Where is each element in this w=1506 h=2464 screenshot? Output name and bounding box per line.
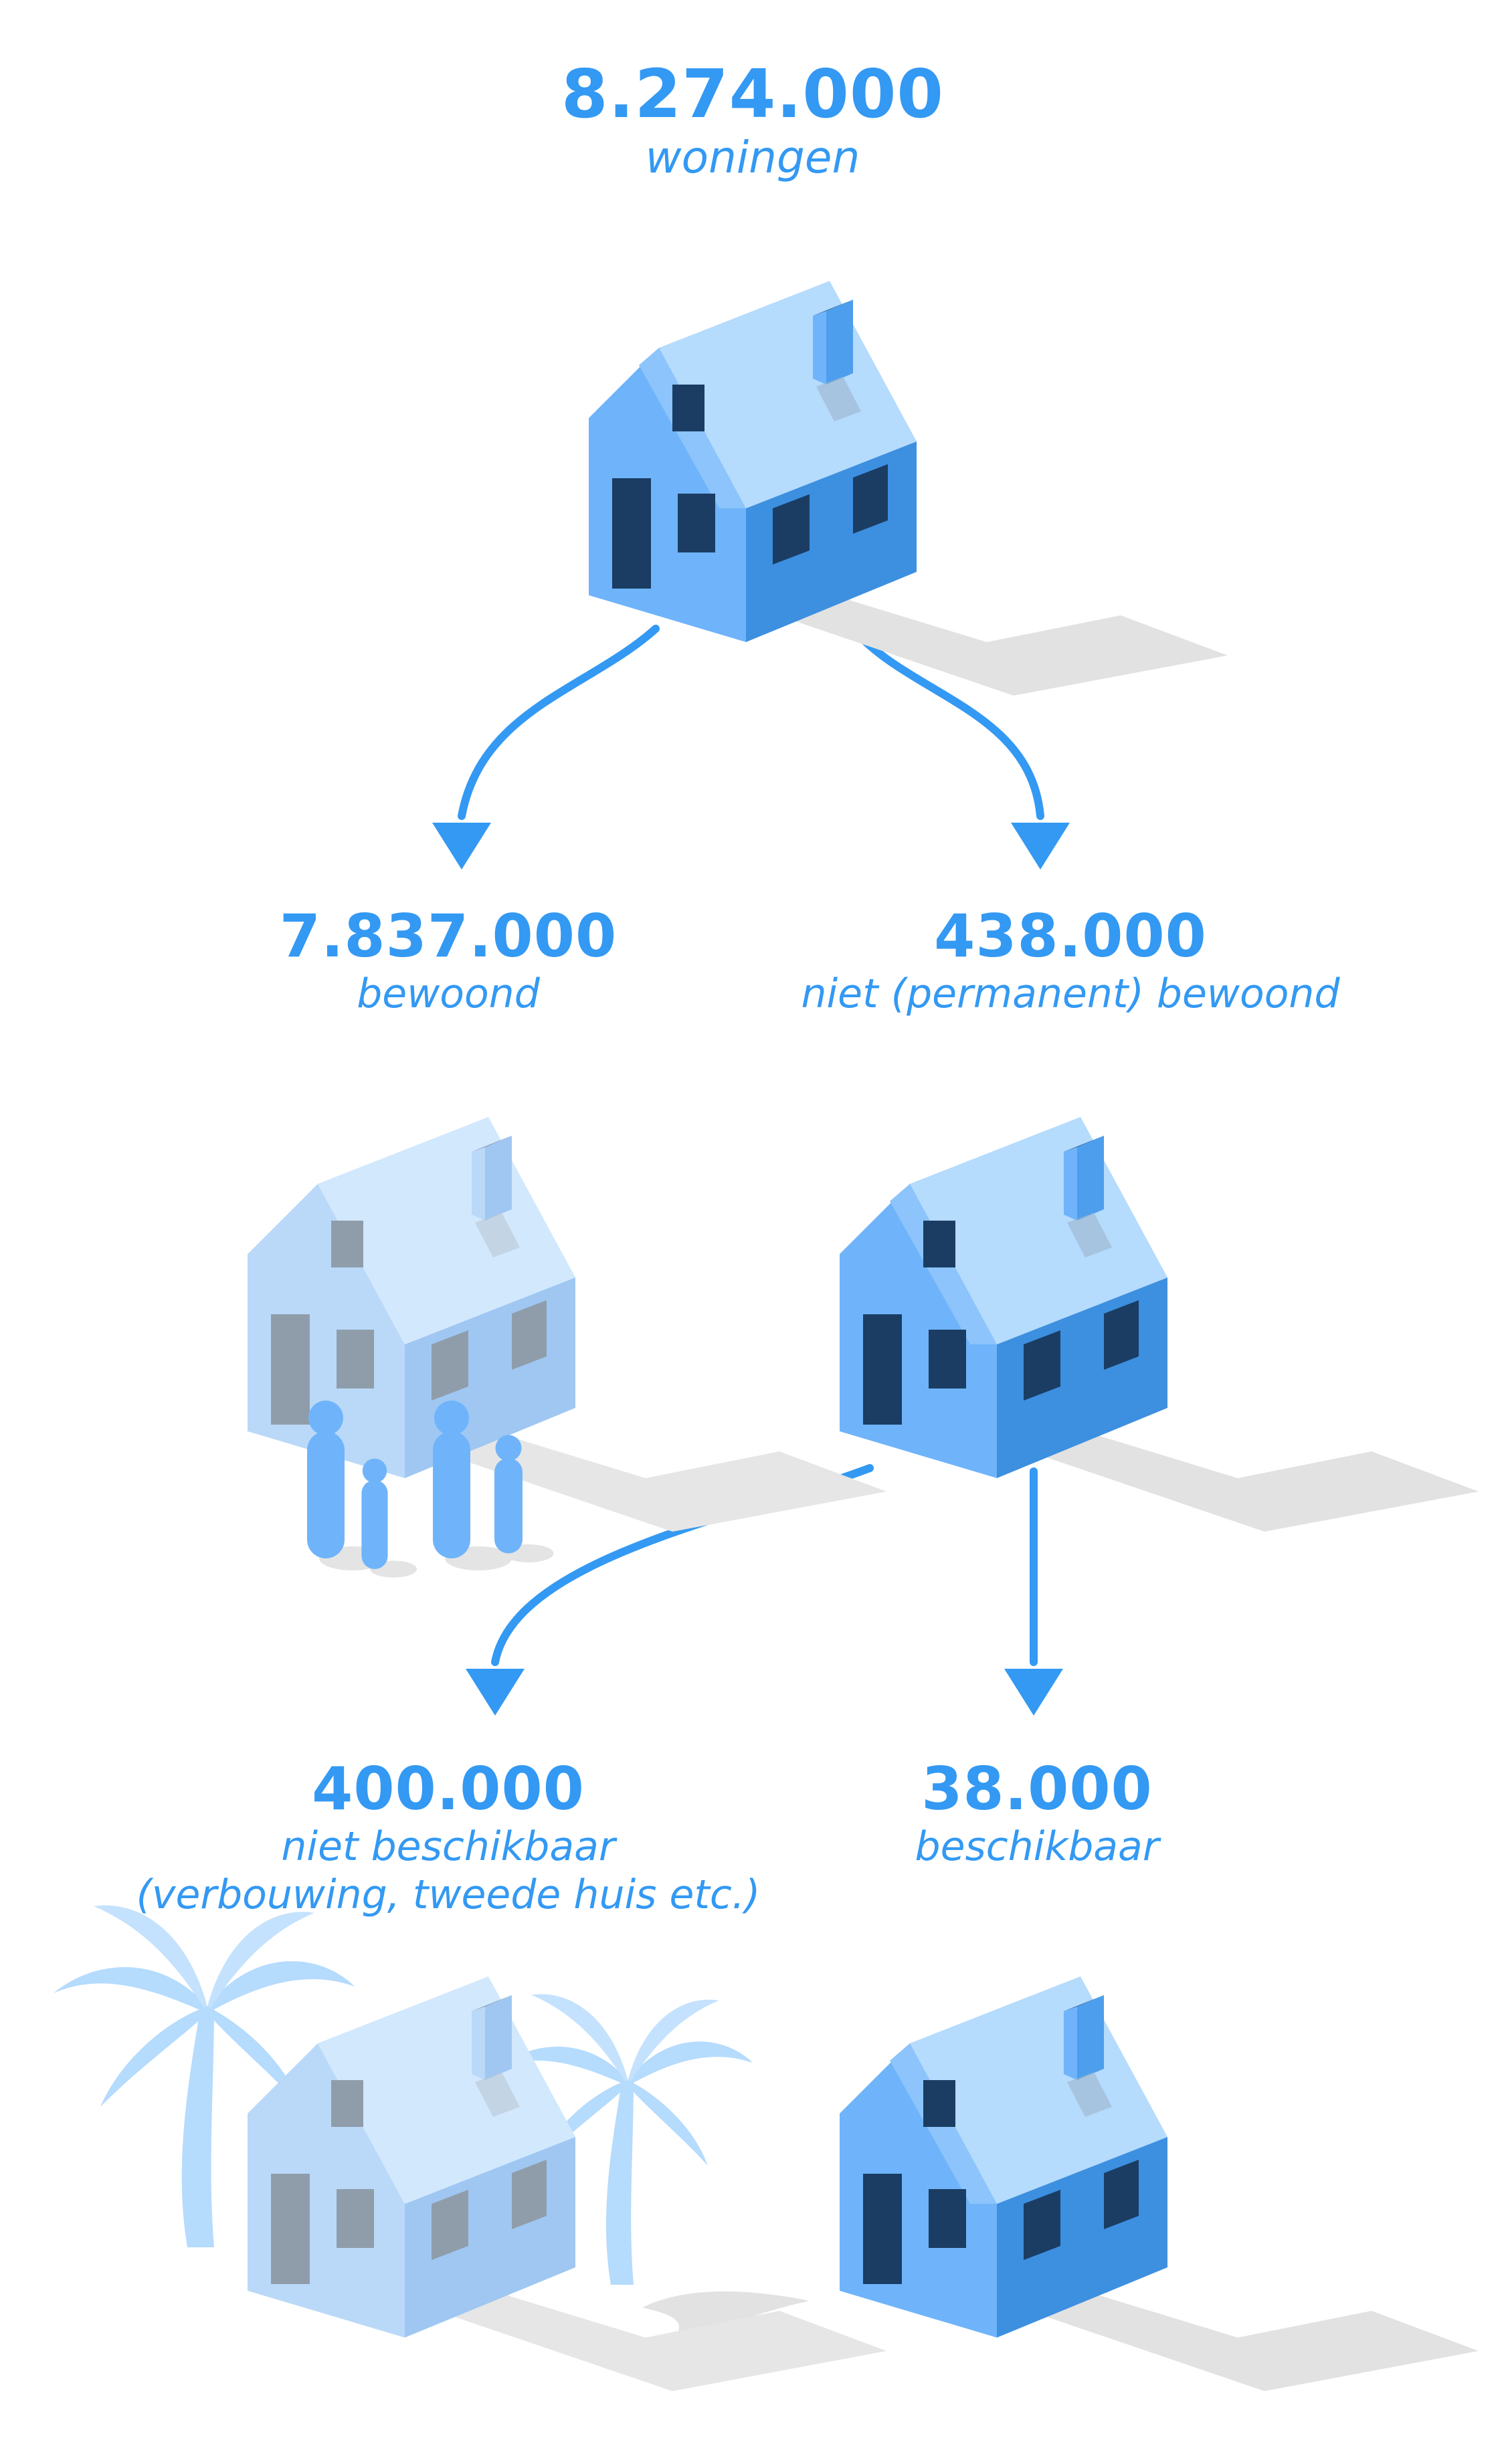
house-icon-total <box>589 281 1228 696</box>
house-icon-unavailable <box>248 1976 886 2391</box>
node-unoccupied: 438.000 niet (permanent) bewoond <box>723 903 1418 1018</box>
available-label: beschikbaar <box>915 1823 1159 1870</box>
arrow-total-to-occupied <box>458 625 660 820</box>
occupied-label: bewoond <box>357 970 540 1017</box>
node-occupied: 7.837.000 bewoond <box>181 903 716 1018</box>
unavailable-label-line1: niet beschikbaar <box>281 1823 616 1870</box>
unoccupied-value: 438.000 <box>934 902 1207 970</box>
arrow-total-to-unoccupied <box>849 625 1044 820</box>
unavailable-label-line2: (verbouwing, tweede huis etc.) <box>136 1871 761 1918</box>
house-icon-unoccupied <box>840 1117 1479 1532</box>
total-label: woningen <box>645 132 860 183</box>
unavailable-value: 400.000 <box>312 1754 585 1823</box>
node-unavailable: 400.000 niet beschikbaar (verbouwing, tw… <box>80 1756 816 1919</box>
node-total: 8.274.000 woningen <box>418 57 1087 184</box>
available-value: 38.000 <box>921 1754 1153 1823</box>
unoccupied-label: niet (permanent) bewoond <box>801 970 1340 1017</box>
node-available: 38.000 beschikbaar <box>803 1756 1271 1871</box>
occupied-value: 7.837.000 <box>279 902 618 970</box>
house-icon-available <box>840 1976 1479 2391</box>
total-value: 8.274.000 <box>561 55 945 133</box>
